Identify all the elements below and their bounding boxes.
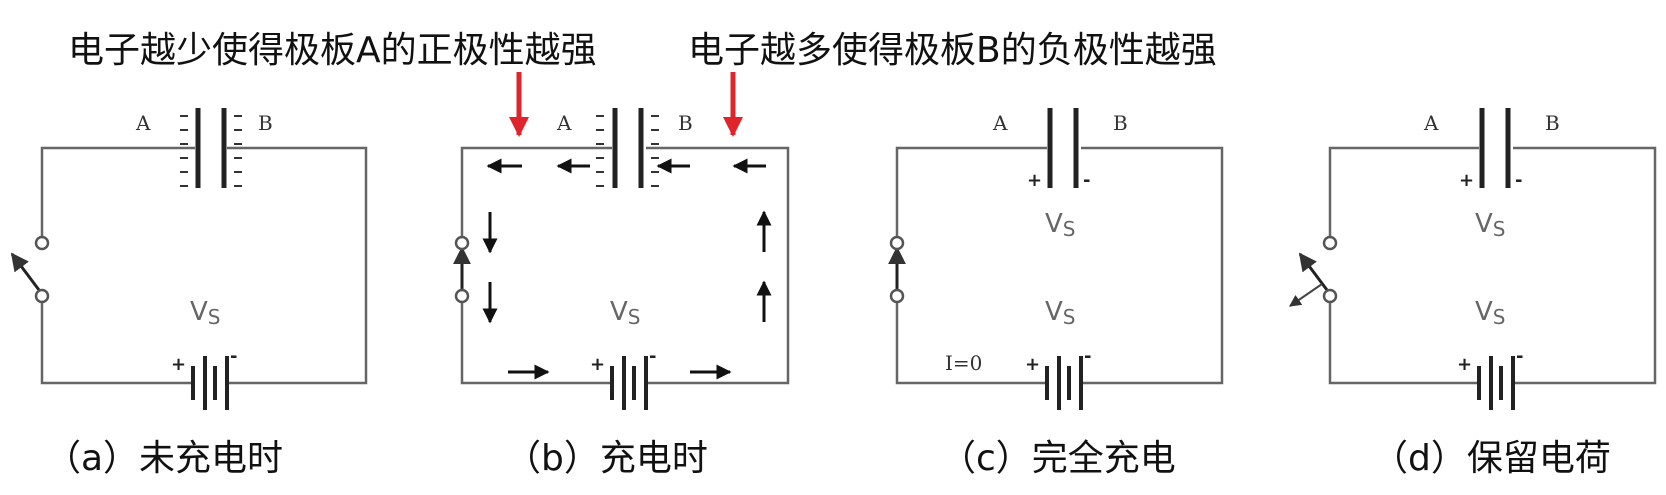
plate-b-label: B xyxy=(1113,111,1128,135)
battery-minus: - xyxy=(649,346,656,367)
plate-a-label: A xyxy=(992,111,1008,135)
battery-minus: - xyxy=(230,346,237,367)
plate-a-label: A xyxy=(556,111,572,135)
capacitor-minus: - xyxy=(1083,170,1090,191)
battery-plus: + xyxy=(590,354,605,375)
annotation-positive-plate: 电子越少使得极板A的正极性越强 xyxy=(68,30,597,71)
source-voltage-label: VS xyxy=(1045,297,1076,329)
plate-a-label: A xyxy=(135,111,151,135)
capacitor-voltage-label: VS xyxy=(1475,209,1506,241)
annotation-negative-plate: 电子越多使得极板B的负极性越强 xyxy=(688,30,1217,71)
battery-minus: - xyxy=(1084,346,1091,367)
caption-d: （d）保留电荷 xyxy=(1372,438,1611,479)
plate-b-label: B xyxy=(258,111,273,135)
open-switch xyxy=(10,235,50,304)
panel-c-fully-charged: A B + - VS VS I=0 + - （c）完全充电 xyxy=(888,108,1224,479)
current-zero-label: I=0 xyxy=(945,351,982,375)
caption-b: （b）充电时 xyxy=(505,438,708,479)
panel-b-charging: A B VS + - （b）充电时 xyxy=(453,108,790,479)
plate-a-label: A xyxy=(1423,111,1439,135)
battery xyxy=(610,356,648,410)
plate-b-label: B xyxy=(1545,111,1560,135)
source-voltage-label: VS xyxy=(190,297,221,329)
capacitor-minus: - xyxy=(1515,170,1522,191)
capacitor-plus: + xyxy=(1027,170,1042,191)
battery xyxy=(191,356,229,410)
source-voltage-label: VS xyxy=(1475,297,1506,329)
plate-b-label: B xyxy=(678,111,693,135)
battery-plus: + xyxy=(171,354,186,375)
capacitor-plus: + xyxy=(1459,170,1474,191)
battery xyxy=(1045,356,1083,410)
caption-c: （c）完全充电 xyxy=(940,438,1176,479)
battery-minus: - xyxy=(1516,346,1523,367)
source-voltage-label: VS xyxy=(610,297,641,329)
electron-flow-arrows xyxy=(482,158,772,380)
neutral-charge-marks-a xyxy=(180,115,242,187)
battery-plus: + xyxy=(1457,354,1472,375)
battery-plus: + xyxy=(1025,354,1040,375)
battery xyxy=(1477,356,1515,410)
closed-switch xyxy=(888,235,906,304)
capacitor-voltage-label: VS xyxy=(1045,209,1076,241)
open-switch xyxy=(1289,235,1338,307)
closed-switch xyxy=(453,235,471,304)
panel-a-uncharged: A B VS + - （a）未充电时 xyxy=(10,108,368,479)
caption-a: （a）未充电时 xyxy=(45,438,283,479)
charge-marks-b xyxy=(596,115,659,187)
panel-d-charge-retained: A B + - VS VS + - （d）保留电荷 xyxy=(1289,108,1657,479)
